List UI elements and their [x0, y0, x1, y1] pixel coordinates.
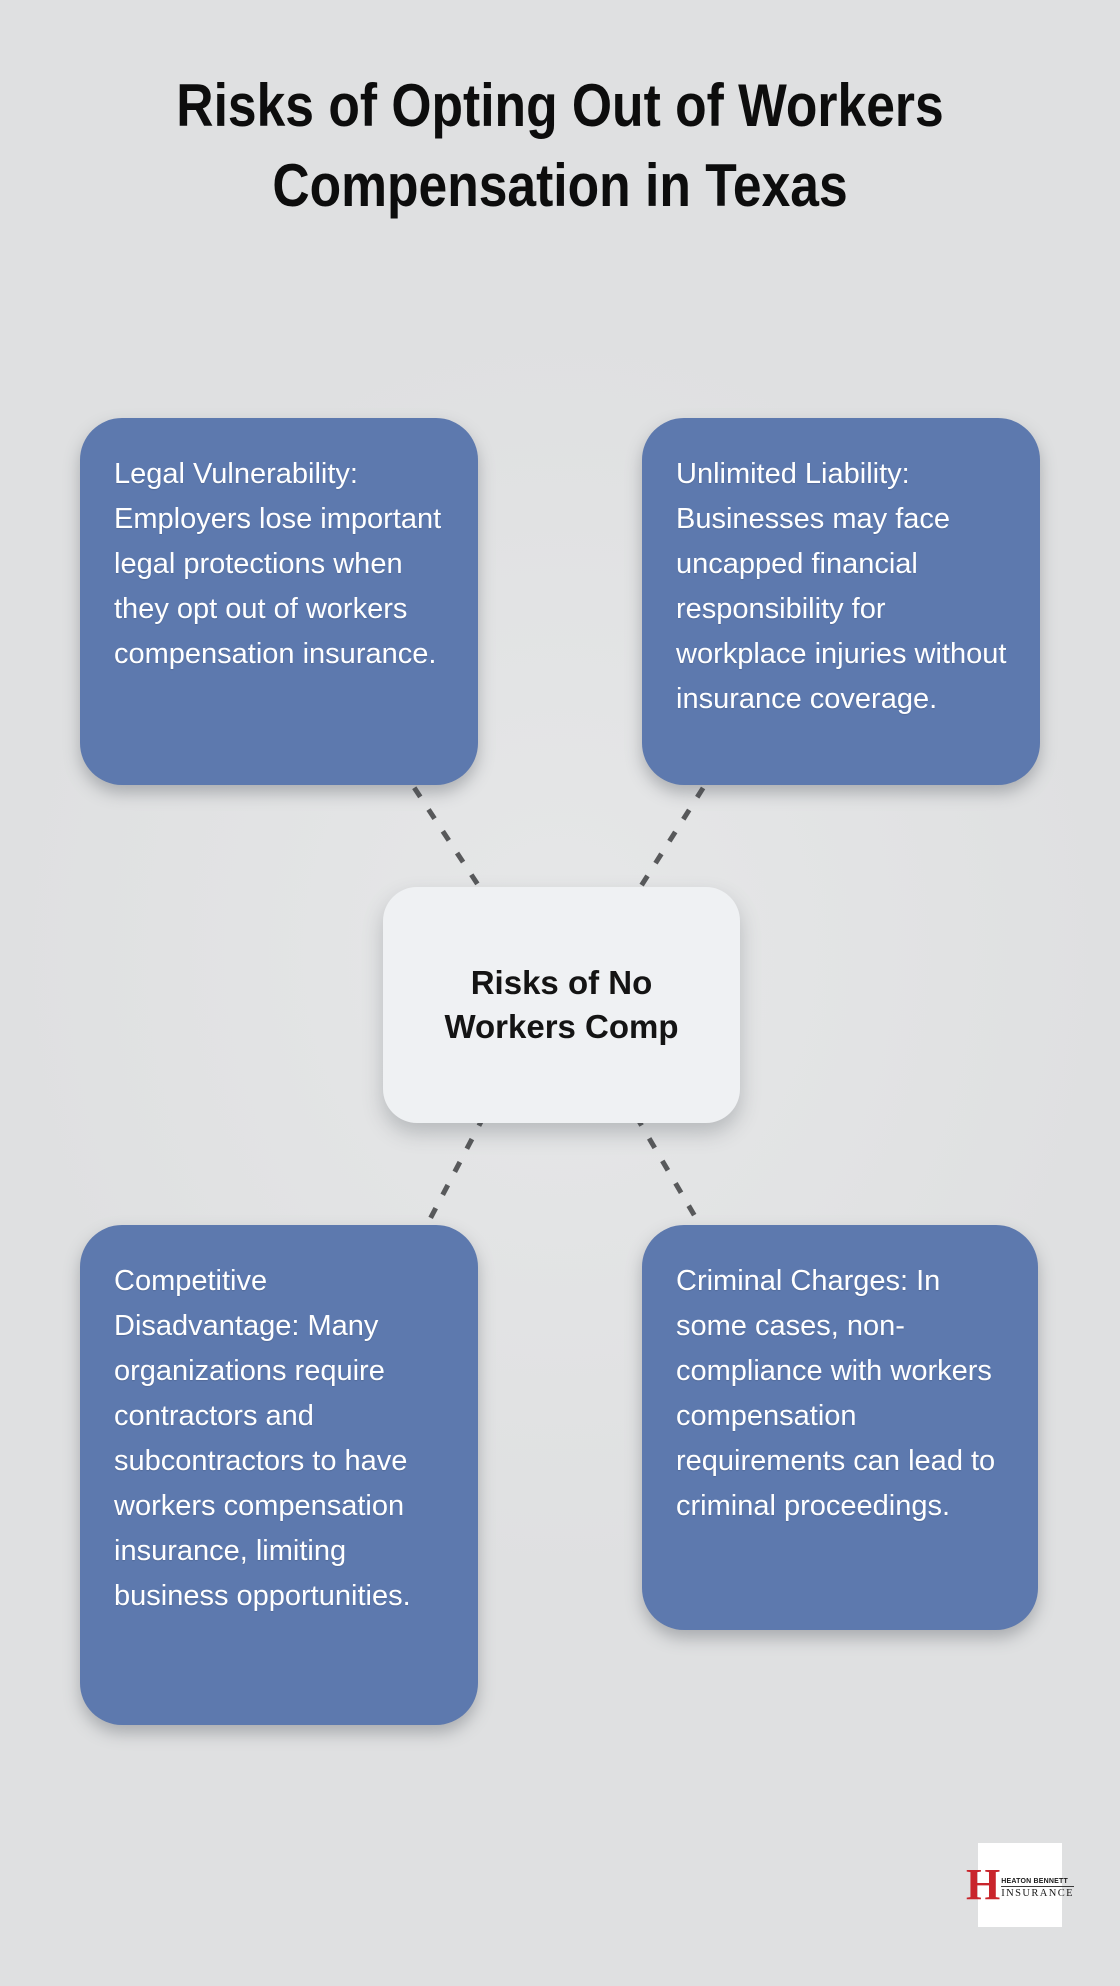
- logo-h-mark: H: [966, 1860, 1001, 1909]
- risk-node-criminal-charges-text: Criminal Charges: In some cases, non-com…: [676, 1265, 996, 1522]
- risk-node-legal-vulnerability: Legal Vulnerability: Employers lose impo…: [80, 418, 478, 785]
- logo-company-name: HEATON BENNETT: [1001, 1878, 1074, 1887]
- heaton-bennett-logo: H HEATON BENNETT INSURANCE: [966, 1843, 1074, 1927]
- connector-top-left: [397, 764, 487, 896]
- logo-business-type: INSURANCE: [1001, 1887, 1074, 1899]
- center-node-line-1: Risks of No: [470, 964, 653, 1001]
- center-node-line-2: Workers Comp: [444, 1008, 679, 1045]
- logo-text-block: HEATON BENNETT INSURANCE: [1001, 1878, 1074, 1899]
- center-node-risks-of-no-workers-comp: Risks of No Workers Comp: [383, 887, 740, 1123]
- page-title-line-2: Compensation in Texas: [272, 152, 848, 219]
- page-title: Risks of Opting Out of Workers Compensat…: [78, 66, 1041, 226]
- connector-top-right: [633, 764, 720, 896]
- connector-bottom-right: [633, 1114, 713, 1244]
- risk-node-competitive-disadvantage-text: Competitive Disadvantage: Many organizat…: [114, 1265, 411, 1612]
- risk-node-competitive-disadvantage: Competitive Disadvantage: Many organizat…: [80, 1225, 478, 1725]
- risk-node-criminal-charges: Criminal Charges: In some cases, non-com…: [642, 1225, 1038, 1630]
- risk-node-legal-vulnerability-text: Legal Vulnerability: Employers lose impo…: [114, 458, 442, 670]
- risk-node-unlimited-liability: Unlimited Liability: Businesses may face…: [642, 418, 1040, 785]
- page-title-line-1: Risks of Opting Out of Workers: [176, 72, 944, 139]
- connector-bottom-left: [415, 1114, 487, 1244]
- risk-node-unlimited-liability-text: Unlimited Liability: Businesses may face…: [676, 458, 1007, 715]
